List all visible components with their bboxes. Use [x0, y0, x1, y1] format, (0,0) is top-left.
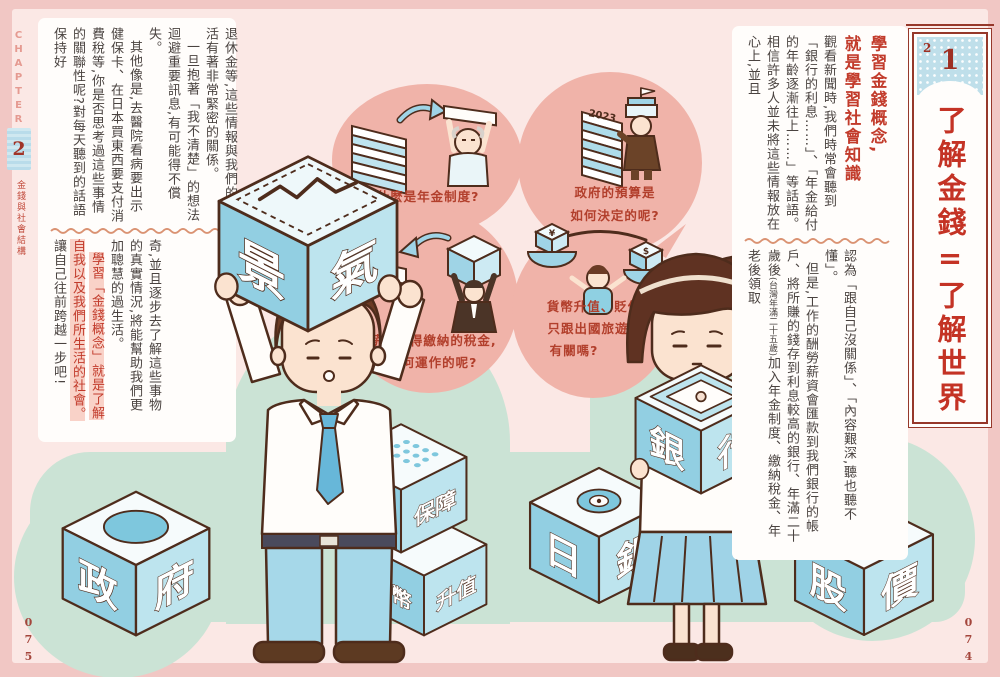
cube-economy: 景 氣	[214, 155, 402, 333]
badge-chapter-number: 2	[923, 41, 932, 55]
paragraph: 退休金等,這些情報與我們的生活有著非常緊密的關係。	[203, 27, 237, 215]
paragraph: 其他像是,去醫院看病要出示健保卡、在日本買東西要支付消費稅等,你是否思考過這些事…	[51, 27, 142, 223]
boj-emblem-icon	[576, 488, 622, 514]
chapter-number-chip: 2	[7, 128, 31, 170]
paragraph-part: 加入年金制度、繳納稅金、年老後領取	[745, 249, 780, 539]
boy-right-hand	[377, 274, 402, 303]
pension-question: 什麼是年金制度?	[376, 189, 480, 204]
budget-illustration: 2023	[581, 87, 662, 188]
section-number-badge: 2 1	[915, 37, 985, 107]
paragraph: 觀看新聞時,我們時常會聽到「銀行的利息……」、「年金給付的年齡逐漸往上……」等話…	[745, 35, 836, 232]
girl-face	[671, 330, 723, 366]
flag-circle-icon	[102, 509, 170, 544]
budget-tower-icon	[581, 110, 623, 188]
bank-emblem-icon	[649, 371, 753, 423]
arrow-icon	[397, 232, 452, 259]
official-figure	[617, 87, 662, 180]
boy-face	[305, 339, 353, 382]
budget-question-line1: 政府的預算是	[574, 185, 656, 200]
boy-figure	[224, 274, 426, 664]
right-text-upper: 學習金錢概念, 就是學習社會知識 觀看新聞時,我們時常會聽到「銀行的利息……」、…	[743, 35, 890, 233]
left-pan-icon	[526, 251, 578, 268]
arrow-icon	[396, 98, 448, 124]
taiwan-note: (台灣年滿二十五歲)	[767, 277, 777, 357]
left-text-lower: 奇,並且逐步去了解這些事物的真實情況,將能幫助我們更加聰慧的過生活。 學習「金錢…	[49, 239, 163, 425]
belt-icon	[261, 533, 397, 549]
salaryman-figure	[450, 273, 498, 333]
paragraph: 奇,並且逐步去了解這些事物的真實情況,將能幫助我們更加聰慧的過生活。	[108, 239, 161, 413]
money-stack-icon	[351, 124, 407, 195]
child-figure	[569, 265, 627, 315]
tie-icon	[316, 413, 344, 505]
cube-government: 政 府	[61, 490, 211, 637]
currency-question-line1: 貨幣升值、貶值	[546, 299, 642, 314]
boy-left-hand	[214, 272, 239, 301]
cube-bank: 銀 行	[629, 364, 773, 495]
paragraph: 一旦抱著「我不清楚」的想法迴避重要訊息,有可能得不償失。	[146, 27, 199, 222]
graph-icon	[235, 163, 381, 236]
page-number-right: 074	[962, 616, 975, 667]
girl-left-hand	[629, 457, 650, 480]
dollar-symbol: $	[643, 247, 649, 257]
right-text-lower: 認為「跟自己沒關係」、「內容艱深,聽也聽不懂」。 但是,工作的酬勞薪資會匯款到我…	[743, 249, 858, 545]
section-title: 了解金錢=了解世界	[933, 104, 967, 416]
title-rule-outer	[906, 24, 994, 26]
closing-sentence: 讓自己往前跨越一步吧!	[51, 239, 66, 386]
headline-line2: 就是學習社會知識	[842, 35, 861, 183]
headline-line1: 學習金錢概念,	[868, 35, 887, 155]
currency-question-line3: 有關嗎?	[549, 343, 599, 358]
highlight-sentence: 學習「金錢概念」就是了解自我以及我們所生活的社會。	[70, 239, 104, 421]
paragraph-part: 但是,工作的酬勞薪資會匯款到我們銀行的帳戶、將所賺的錢存到利息較高的銀行、年滿二…	[765, 249, 818, 543]
yen-symbol: ¥	[549, 229, 556, 239]
page-number-left: 075	[22, 616, 35, 667]
paragraph: 學習「金錢概念」就是了解自我以及我們所生活的社會。讓自己往前跨越一步吧!	[49, 239, 106, 425]
paragraph: 認為「跟自己沒關係」、「內容艱深,聽也聽不懂」。	[822, 249, 856, 522]
section-headline: 學習金錢概念, 就是學習社會知識	[838, 35, 890, 233]
budget-question-line2: 如何決定的呢?	[570, 208, 660, 223]
paragraph: 但是,工作的酬勞薪資會匯款到我們銀行的帳戶、將所賺的錢存到利息較高的銀行、年滿二…	[743, 249, 820, 545]
badge-section-number: 1	[940, 45, 960, 76]
elderly-man-figure	[443, 104, 497, 187]
right-text-panel: 學習金錢概念, 就是學習社會知識 觀看新聞時,我們時常會聽到「銀行的利息……」、…	[732, 26, 908, 560]
chapter-series-title: 金錢與社會結構	[15, 180, 25, 257]
left-text-panel: 退休金等,這些情報與我們的生活有著非常緊密的關係。 一旦抱著「我不清楚」的想法迴…	[38, 18, 239, 442]
left-text-upper: 退休金等,這些情報與我們的生活有著非常緊密的關係。 一旦抱著「我不清楚」的想法迴…	[49, 27, 239, 223]
wavy-divider-icon	[744, 238, 890, 244]
currency-question-line2: 只跟出國旅遊	[547, 321, 629, 336]
pension-illustration	[351, 98, 497, 195]
wavy-divider-icon	[50, 228, 220, 234]
yen-cube-icon	[533, 222, 571, 256]
chapter-word: CHAPTER	[13, 30, 24, 128]
section-title-box: 2 1 了解金錢=了解世界	[912, 32, 988, 424]
